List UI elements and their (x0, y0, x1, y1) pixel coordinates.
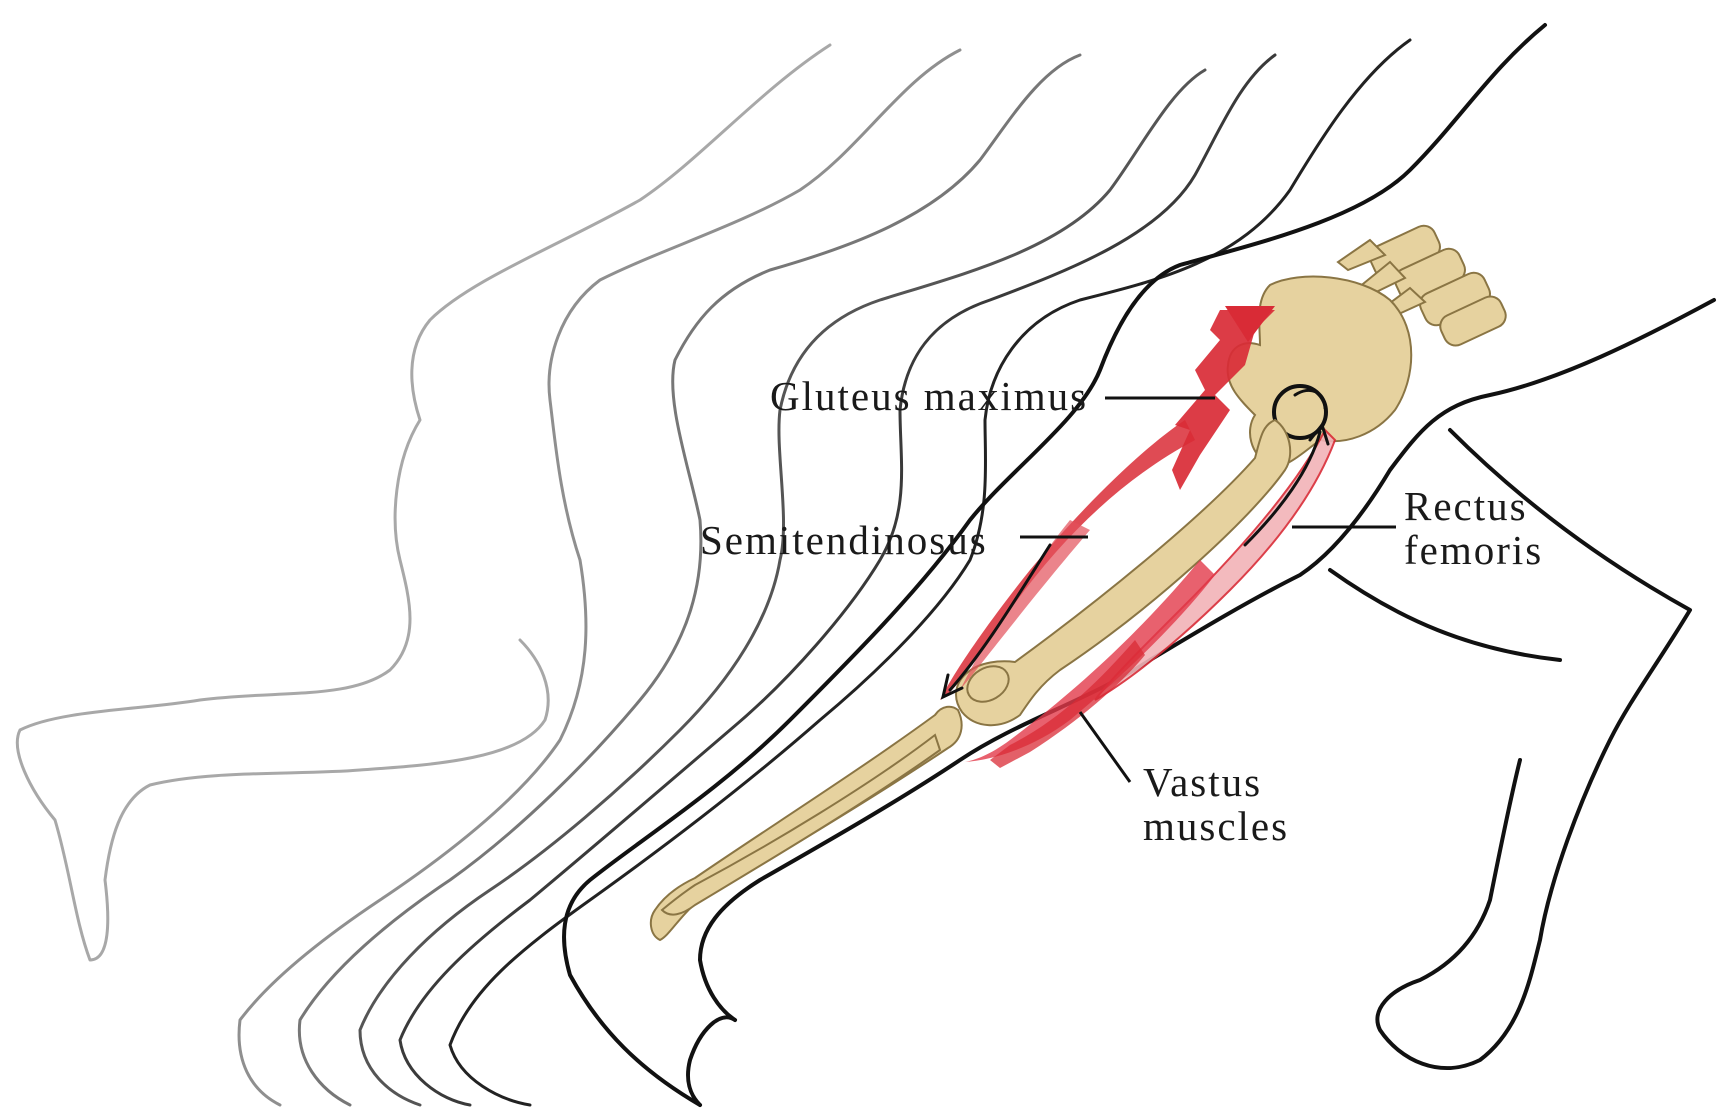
vastus-muscles-label-line-2: muscles (1143, 804, 1289, 848)
vastus-muscles-label-line-1: Vastus (1143, 760, 1289, 804)
rectus-femoris-label-line-1: Rectus (1404, 484, 1543, 528)
vastus-leader-line (1080, 712, 1130, 782)
fibula (662, 735, 940, 915)
trail-silhouette-1 (17, 45, 830, 960)
semitendinosus-label: Semitendinosus (700, 518, 988, 562)
trail-silhouette-4 (360, 70, 1205, 1105)
rectus-femoris-label: Rectus femoris (1404, 484, 1543, 573)
rectus-femoris-label-line-2: femoris (1404, 528, 1543, 572)
gluteus-maximus-label: Gluteus maximus (770, 374, 1088, 418)
trail-silhouette-2 (239, 50, 960, 1105)
vastus-muscles-label: Vastus muscles (1143, 760, 1289, 849)
back-foot-outline (688, 1017, 735, 1105)
